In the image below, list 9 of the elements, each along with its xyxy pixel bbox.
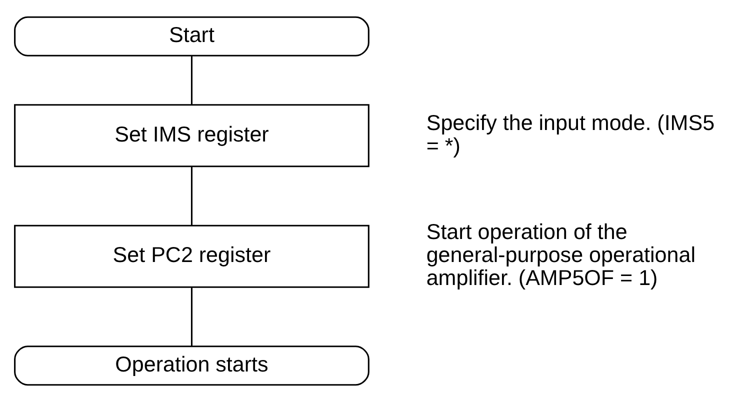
node-box: Operation starts bbox=[14, 345, 370, 386]
connector bbox=[190, 56, 192, 104]
node-label: Specify the input mode. (IMS5 = *) bbox=[426, 110, 715, 158]
node-label: Start operation of the general-purpose operational amplifier. (AMP5OF = 1) bbox=[426, 220, 696, 290]
connector bbox=[190, 166, 192, 226]
node-box: Set IMS register bbox=[14, 104, 370, 167]
node-box: Set PC2 register bbox=[14, 224, 370, 288]
node-box: Start bbox=[14, 16, 370, 56]
connector bbox=[190, 287, 192, 346]
